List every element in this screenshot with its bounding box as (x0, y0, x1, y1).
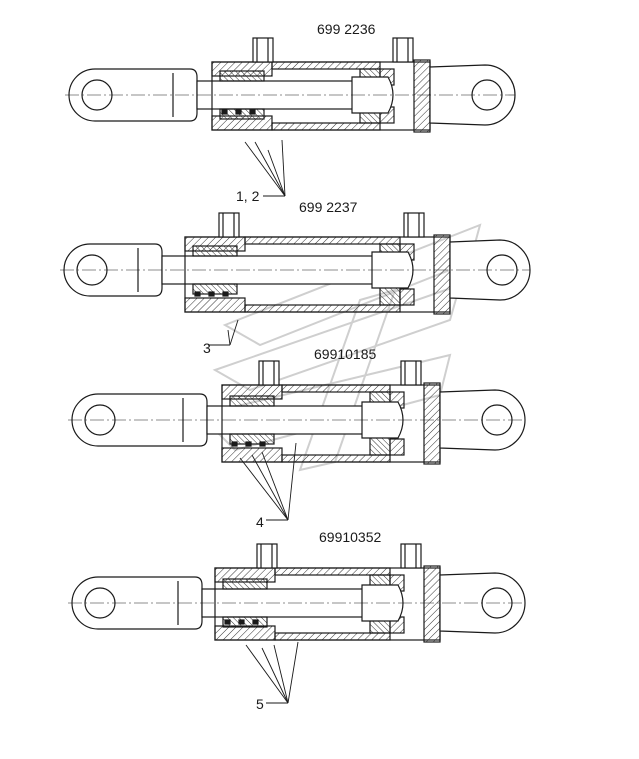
cylinder-2 (60, 212, 531, 315)
cylinder-1 (65, 37, 516, 133)
end-cap-4 (423, 565, 441, 643)
oil-port-3-1 (258, 360, 280, 386)
end-cap-2 (433, 234, 451, 315)
gland-inner-top-2 (192, 245, 238, 257)
oil-port-1-1 (252, 37, 274, 63)
gland-inner-bottom-4 (222, 616, 268, 628)
piston-seal-bottom-2 (399, 288, 415, 306)
leader-line-3-2 (251, 454, 289, 521)
barrel-wall-bottom-4 (274, 632, 391, 641)
gland-inner-bottom-2 (192, 283, 238, 295)
leader-line-1-4 (281, 139, 286, 197)
seal-mark-2-1 (194, 291, 201, 297)
cylinder-3 (68, 360, 526, 465)
part-number-label-2: 699 2237 (299, 199, 358, 215)
oil-port-2-1 (218, 212, 240, 238)
leader-line-3-3 (261, 451, 289, 521)
part-number-label-1: 699 2236 (317, 21, 376, 37)
leader-line-1-1 (244, 141, 286, 197)
seal-mark-3-2 (245, 441, 252, 447)
piston-nut-1 (351, 76, 394, 114)
leader-line-4-2 (261, 647, 289, 704)
leader-line-4-3 (273, 644, 289, 704)
seal-mark-4-3 (252, 619, 259, 625)
seal-mark-2-2 (208, 291, 215, 297)
callout-label-4: 4 (256, 514, 264, 530)
barrel-wall-top-4 (274, 567, 391, 576)
seal-mark-2-3 (222, 291, 229, 297)
gland-inner-bottom-3 (229, 433, 275, 445)
end-cap-3 (423, 382, 441, 465)
leader-line-1-3 (267, 149, 286, 197)
seal-mark-1-2 (235, 109, 242, 115)
part-number-label-3: 69910185 (314, 346, 377, 362)
gland-inner-bottom-1 (219, 108, 265, 120)
seal-mark-4-1 (224, 619, 231, 625)
seal-mark-3-3 (259, 441, 266, 447)
leader-line-3-1 (239, 457, 289, 521)
oil-port-1-2 (392, 37, 414, 63)
seal-mark-3-1 (231, 441, 238, 447)
gland-inner-top-1 (219, 70, 265, 82)
barrel-wall-bottom-3 (281, 454, 391, 463)
gland-inner-top-3 (229, 395, 275, 407)
part-number-label-4: 69910352 (319, 529, 382, 545)
piston-seal-bottom-3 (389, 438, 405, 456)
barrel-wall-top-2 (244, 236, 401, 245)
oil-port-2-2 (403, 212, 425, 238)
barrel-wall-top-3 (281, 384, 391, 393)
callout-label-5: 5 (256, 696, 264, 712)
leader-line-2-1 (227, 329, 231, 346)
oil-port-4-1 (256, 543, 278, 569)
barrel-wall-top-1 (271, 61, 381, 70)
seal-mark-1-1 (221, 109, 228, 115)
leader-line-4-1 (245, 644, 289, 704)
leader-line-2-2 (229, 319, 239, 346)
leader-line-4-4 (287, 641, 299, 704)
gland-bottom-4 (214, 625, 276, 641)
leader-line-3-4 (287, 442, 297, 521)
seal-mark-1-3 (249, 109, 256, 115)
cylinder-4 (68, 543, 526, 643)
callout-label-3: 3 (203, 340, 211, 356)
gland-bottom-2 (184, 297, 246, 313)
barrel-wall-bottom-2 (244, 304, 401, 313)
gland-inner-top-4 (222, 578, 268, 590)
callout-label-1-2: 1, 2 (236, 188, 260, 204)
leader-line-1-2 (254, 141, 286, 197)
seal-mark-4-2 (238, 619, 245, 625)
end-cap-1 (413, 59, 431, 133)
barrel-wall-bottom-1 (271, 122, 381, 131)
oil-port-4-2 (400, 543, 422, 569)
oil-port-3-2 (400, 360, 422, 386)
